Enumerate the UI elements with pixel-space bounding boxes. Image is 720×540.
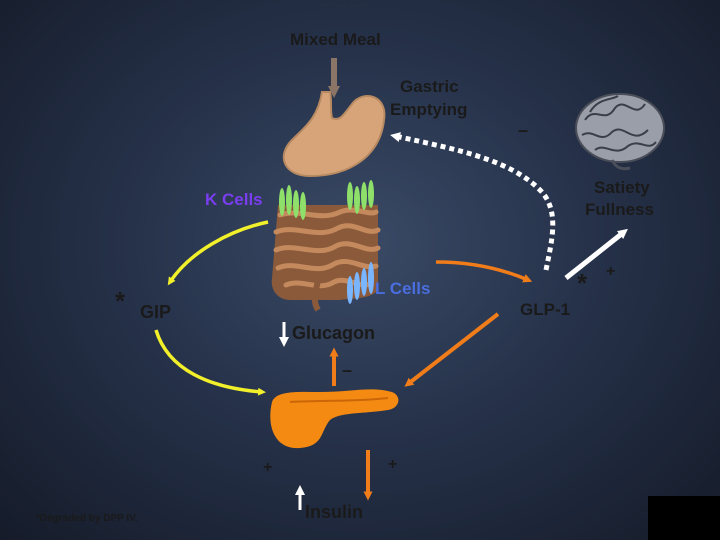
k-cells-label: K Cells [205, 190, 263, 209]
plus-satiety-sign: + [606, 263, 616, 280]
corner-black-box [648, 496, 720, 540]
gastric-emptying-label-1: Gastric [400, 77, 459, 96]
kcells-to-gip-arrow [167, 220, 269, 286]
minus-glucagon-sign: – [342, 360, 353, 380]
gip-label: GIP [140, 302, 172, 322]
brain-icon [575, 93, 665, 171]
header-small-text: Mixed Meal Diagram [316, 3, 372, 9]
glp1-to-pancreas-arrow [404, 312, 500, 387]
l-cells-label: L Cells [375, 279, 431, 298]
lcells-to-glp1-arrow [435, 260, 533, 283]
glp1-to-satiety-arrow [564, 228, 628, 280]
gastric-emptying-label-2: Emptying [390, 100, 468, 119]
satiety-label: Satiety [594, 178, 650, 197]
insulin-label: Insulin [305, 502, 363, 522]
glucagon-label: Glucagon [292, 323, 376, 343]
asterisk-glp1: * [577, 268, 588, 298]
plus-insulin-right-sign: + [388, 456, 398, 473]
footnote-text: *Degraded by DPP IV. [36, 513, 138, 524]
l-cells-icon [347, 262, 374, 304]
intestine-icon [271, 205, 381, 312]
pancreas-icon [270, 389, 399, 449]
mixed-meal-label: Mixed Meal [290, 30, 381, 49]
asterisk-gip: * [115, 286, 126, 316]
gip-to-pancreas-arrow [154, 329, 266, 396]
fullness-label: Fullness [585, 200, 654, 219]
k-cells-icon [279, 180, 374, 220]
stomach-icon [282, 91, 386, 178]
glp1-label: GLP-1 [520, 300, 571, 319]
glp1-to-gastric-dashed-arrow [390, 132, 556, 271]
plus-insulin-left-sign: + [263, 459, 273, 476]
minus-gastric-sign: – [518, 120, 529, 140]
